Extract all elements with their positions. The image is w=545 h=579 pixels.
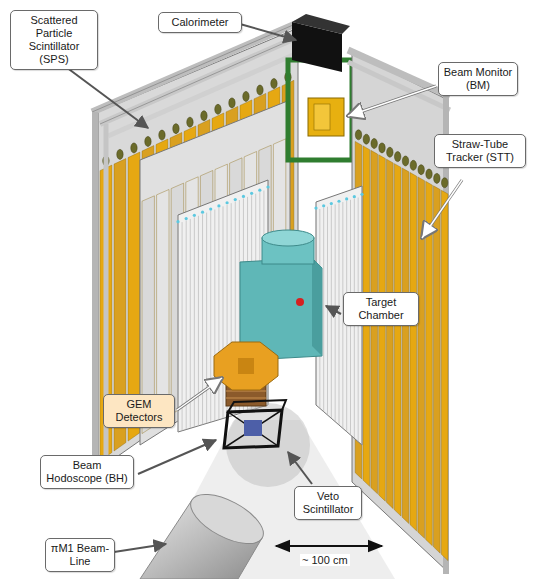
calorimeter — [288, 14, 352, 160]
gem-detectors — [214, 342, 278, 406]
callout-label: Scattered Particle Scintillator (SPS) — [15, 14, 93, 66]
callout-box: Beam Hodoscope (BH) — [40, 455, 134, 489]
callout-box: Veto Scintillator — [294, 486, 362, 520]
target-chamber — [240, 230, 322, 360]
callout-label: Beam Hodoscope (BH) — [45, 459, 129, 485]
dimension-label: ~ 100 cm — [300, 554, 350, 566]
beam-monitor — [308, 98, 344, 136]
callout-box: GEM Detectors — [103, 394, 175, 428]
beam-hodoscope — [224, 400, 286, 448]
callout-box: πM1 Beam-Line — [45, 538, 115, 572]
callout-label: Veto Scintillator — [299, 490, 357, 516]
callout-box: Beam Monitor (BM) — [438, 62, 518, 96]
beam-pipe — [140, 484, 271, 579]
callout-box: Target Chamber — [343, 292, 419, 326]
callout-box: Scattered Particle Scintillator (SPS) — [10, 10, 98, 70]
callout-label: πM1 Beam-Line — [50, 542, 110, 568]
callout-box: Calorimeter — [158, 12, 242, 33]
dimension-arrow — [276, 545, 382, 547]
callout-label: Beam Monitor (BM) — [443, 66, 513, 92]
right-sps-wall — [348, 50, 450, 574]
callout-label: Straw-Tube Tracker (STT) — [439, 138, 521, 164]
callout-label: Calorimeter — [163, 16, 237, 29]
callout-label: GEM Detectors — [108, 398, 170, 424]
callout-box: Straw-Tube Tracker (STT) — [434, 134, 526, 168]
callout-label: Target Chamber — [348, 296, 414, 322]
